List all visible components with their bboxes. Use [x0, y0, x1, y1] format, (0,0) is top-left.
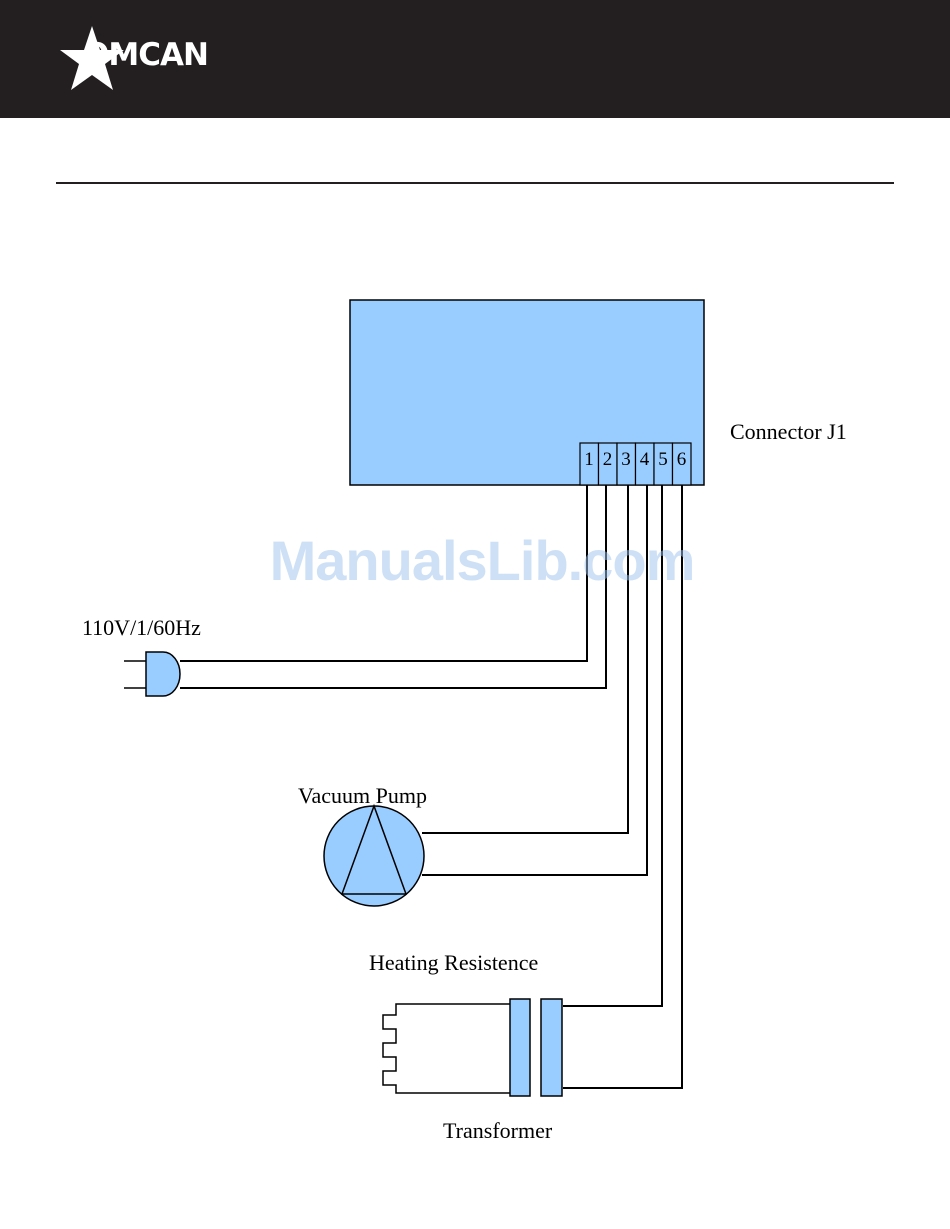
connector-j1: 1 2 3 4 5 6 — [580, 443, 691, 485]
pin-label-4: 4 — [640, 449, 650, 470]
pin-label-1: 1 — [584, 449, 594, 470]
wire-pin-2 — [180, 485, 606, 688]
connector-label: Connector J1 — [730, 419, 847, 444]
wire-pin-4 — [422, 485, 647, 875]
transformer-label: Transformer — [443, 1118, 553, 1143]
wire-pin-1 — [180, 485, 587, 661]
pin-label-5: 5 — [658, 449, 668, 470]
heater-label: Heating Resistence — [369, 950, 538, 975]
pump-label: Vacuum Pump — [298, 783, 427, 808]
transformer-icon — [510, 999, 562, 1096]
vacuum-pump-icon — [324, 806, 424, 906]
power-plug-icon — [124, 652, 180, 696]
pin-label-6: 6 — [677, 449, 687, 470]
pin-label-2: 2 — [603, 449, 613, 470]
heating-resistance-icon — [383, 1004, 510, 1093]
pin-label-3: 3 — [621, 449, 631, 470]
power-label: 110V/1/60Hz — [82, 615, 201, 640]
wire-pin-6 — [563, 485, 682, 1088]
wire-pin-3 — [422, 485, 628, 833]
